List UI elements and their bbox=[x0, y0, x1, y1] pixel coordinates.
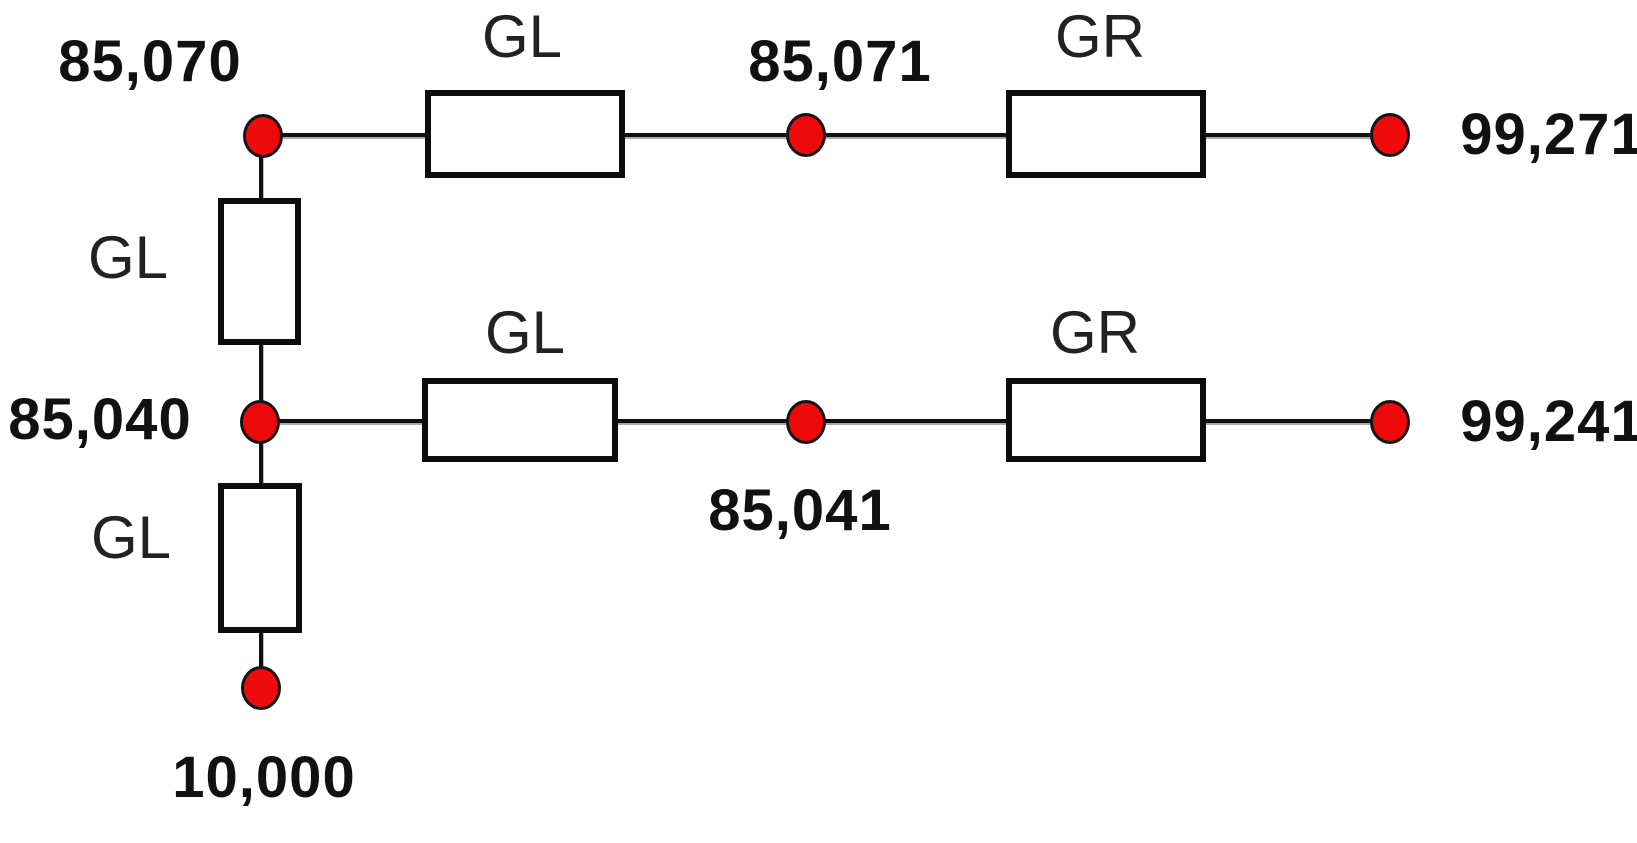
node-dot-99241 bbox=[1370, 400, 1410, 444]
node-dot-85041 bbox=[786, 400, 826, 444]
node-dot-10000 bbox=[241, 666, 281, 710]
resistor-box-top-gr bbox=[1006, 90, 1206, 178]
node-label-85070: 85,070 bbox=[58, 29, 242, 94]
resistor-box-mid-gl bbox=[422, 378, 618, 462]
node-dot-85040 bbox=[240, 400, 280, 444]
resistor-label-top-gl: GL bbox=[481, 3, 563, 70]
wire-top-branch bbox=[263, 133, 1390, 139]
node-label-85071: 85,071 bbox=[748, 29, 932, 94]
resistor-label-left-lower-gl: GL bbox=[90, 504, 172, 571]
node-label-10000: 10,000 bbox=[172, 745, 356, 810]
node-label-85040: 85,040 bbox=[8, 387, 192, 452]
resistor-label-left-upper-gl: GL bbox=[87, 224, 169, 291]
resistor-label-mid-gr: GR bbox=[1050, 299, 1140, 366]
resistor-box-left-upper-gl bbox=[218, 198, 301, 345]
node-dot-85070 bbox=[243, 114, 283, 158]
resistor-box-mid-gr bbox=[1006, 378, 1206, 462]
resistor-box-top-gl bbox=[425, 90, 625, 178]
node-dot-85071 bbox=[786, 113, 826, 157]
node-label-99271: 99,271 bbox=[1460, 102, 1637, 167]
resistor-label-mid-gl: GL bbox=[484, 299, 566, 366]
resistor-box-left-lower-gl bbox=[218, 483, 302, 633]
node-label-99241: 99,241 bbox=[1460, 389, 1637, 454]
node-dot-99271 bbox=[1370, 113, 1410, 157]
resistor-label-top-gr: GR bbox=[1055, 3, 1145, 70]
node-label-85041: 85,041 bbox=[708, 478, 892, 543]
